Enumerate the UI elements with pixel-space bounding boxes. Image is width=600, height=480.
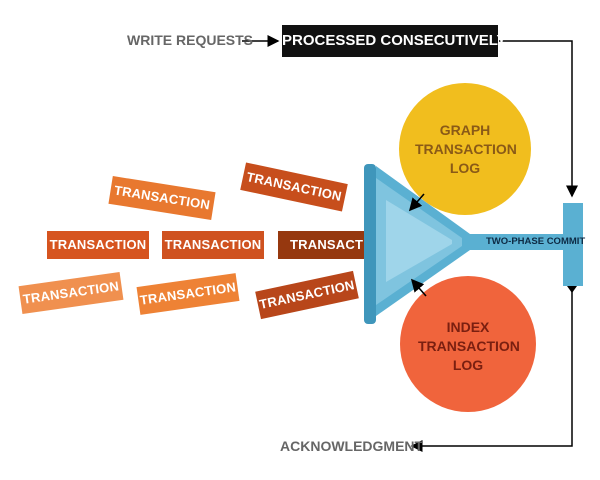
processed-consecutively-box [282,25,498,57]
funnel-pipe [478,234,564,250]
two-phase-commit-label: TWO-PHASE COMMIT [486,236,586,247]
funnel-rim [364,164,376,324]
transaction-block: TRANSACTION [47,231,149,259]
funnel-inner-cone [386,200,452,282]
arrow-index-to-funnel [410,278,427,297]
graph-transaction-log-circle [399,83,531,215]
arrow-processed-to-commit [499,40,578,198]
processed-consecutively-label: PROCESSED CONSECUTIVELY [282,32,507,49]
index-transaction-log-label: INDEX TRANSACTION LOG [418,319,520,373]
arrow-commit-to-acknowledgment [410,288,573,452]
two-phase-commit-bar [563,203,583,286]
index-transaction-log-circle [400,276,536,412]
transaction-block: TRANSACTION [162,231,264,259]
acknowledgment-label: ACKNOWLEDGMENT [280,438,424,454]
transaction-block: TRANSACTION [278,231,364,259]
graph-transaction-log-label: GRAPH TRANSACTION LOG [415,122,517,176]
commit-bottom-pointer [567,286,577,293]
write-requests-label: WRITE REQUESTS [127,32,254,48]
arrow-graph-to-funnel [408,193,425,212]
